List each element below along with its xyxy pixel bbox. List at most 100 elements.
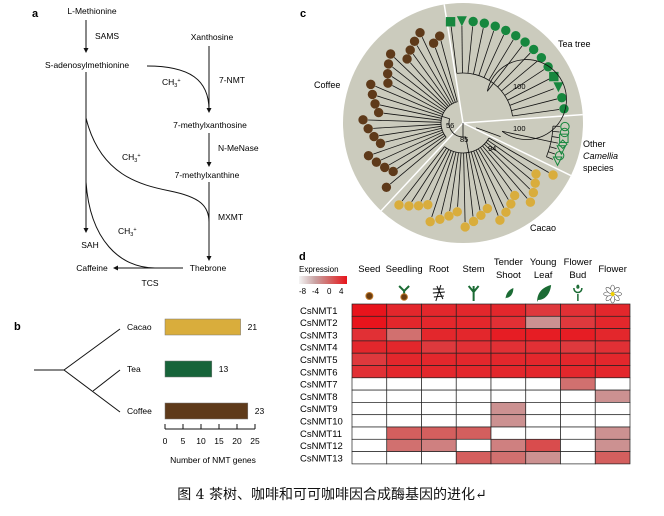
seed-shape [400,293,408,301]
heatmap-cell [560,303,596,317]
tree-branch [375,85,443,115]
bar-tea [164,360,213,378]
coffee-tip [409,36,420,46]
seed-shape [365,292,374,300]
heatmap-cell [594,315,631,329]
tree-branch [410,62,449,107]
heatmap-cell [455,389,492,403]
cacao-tip [548,170,558,180]
heatmap-cell [525,389,561,403]
tree-branch [416,45,453,105]
bar-value-label: 21 [248,322,258,332]
tender-shoot-icon [505,288,514,301]
heatmap-cell [525,402,561,416]
coffee-tip [375,138,386,149]
tree-branch [412,53,451,106]
cacao-tip [452,207,462,217]
tree-branch [429,150,452,201]
heatmap-cell [560,328,596,342]
heatmap-cell [525,451,561,465]
heatmap-cell [421,328,457,342]
heatmap-cell [386,303,422,317]
tree-branch [483,34,505,78]
ch3-label: CH3+ [122,152,141,164]
heatmap-cell [351,340,388,354]
tea-tree-tip [520,37,530,47]
enzyme-7nmt: 7-NMT [219,75,245,85]
heatmap-cell [560,340,596,354]
cacao-tip [501,207,511,217]
row-label: CsNMT8 [300,392,337,403]
tea-tree-tip [511,31,521,41]
legend-tick: 0 [327,287,332,296]
tree-branch [550,141,558,144]
heatmap-cell [421,365,457,379]
coffee-tip [383,59,394,69]
row-label: CsNMT9 [300,404,337,415]
heatmap-cell [421,402,457,416]
heatmap-cell [560,414,596,428]
coffee-tip [367,89,378,100]
tree-branch [378,125,442,137]
heatmap-cell [455,352,492,366]
heatmap-cell [525,303,561,317]
tree-branch [511,98,558,111]
tree-branch [420,149,450,202]
flower-center-shape [610,292,615,296]
heatmap-cell [490,352,527,366]
bar-value-label: 23 [255,406,265,416]
heatmap-cell [490,303,527,317]
heatmap-cell [455,451,492,465]
heatmap-cell [594,451,631,465]
bar-cacao [164,318,241,336]
seedling-icon [398,285,410,301]
column-header: Leaf [534,270,553,281]
row-label: CsNMT10 [300,417,343,428]
heatmap-cell [560,315,596,329]
methyl-transfer-curve-1 [146,65,210,111]
tree-branch [393,57,448,109]
cacao-tip [394,200,404,210]
heatmap-cell [421,389,457,403]
coffee-tip [415,28,425,38]
heatmap-cell [386,402,422,416]
heatmap-cell [490,315,527,329]
heatmap-cell [490,377,527,391]
thebrone: Thebrone [190,263,227,273]
panel-letter: c [300,8,306,20]
tea-tree-tip [501,25,511,36]
heatmap-cell [351,402,388,416]
legend-title: Expression [299,265,339,274]
tree-branch [549,146,557,150]
heatmap-cell [455,438,492,452]
heatmap-cell [525,426,561,440]
tea-tree-tip [445,17,456,27]
enzyme-mxmt: MXMT [218,212,243,222]
heatmap-cell [560,426,596,440]
cacao-tip [413,201,424,211]
heatmap-cell [594,402,631,416]
heatmap-cell [351,377,388,391]
row-label: CsNMT1 [300,306,337,317]
panel-letter: b [14,321,21,333]
heatmap-cell [594,352,631,366]
heatmap-cell [594,389,631,403]
coffee-tip [366,79,376,90]
tree-branch [373,129,443,155]
row-label: CsNMT4 [300,343,337,354]
row-label: CsNMT5 [300,355,337,366]
seedling-shape [398,285,410,294]
heatmap-cell [594,414,631,428]
bootstrap-value: 85 [460,135,468,144]
tree-branch [397,135,446,169]
leaf-shape [537,285,552,302]
tree-branch [497,52,531,88]
enzyme-n-menase: N-MeNase [218,143,259,153]
tree-branch [477,148,509,200]
clade-label-tea-tree: Tea tree [558,39,591,49]
heatmap-cell [490,414,527,428]
bootstrap-value: 100 [513,124,526,133]
methyl-transfer-curve-3 [85,181,156,269]
heatmap-cell [560,352,596,366]
